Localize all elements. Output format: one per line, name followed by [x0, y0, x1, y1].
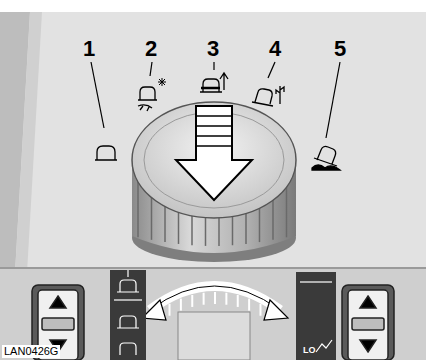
callout-number: 1 [83, 38, 95, 60]
callout-number: 5 [334, 38, 346, 60]
callout-number: 4 [269, 38, 281, 60]
callout-number: 2 [145, 38, 157, 60]
scale-tick [225, 293, 227, 305]
callout-number: 3 [207, 38, 219, 60]
figure-code: LAN0426G [2, 345, 60, 358]
scale-tick [214, 292, 216, 304]
low-range-mark: LO [303, 346, 316, 355]
scale-tick [237, 295, 239, 307]
scale-tick [260, 304, 262, 316]
knob-grip [137, 180, 139, 237]
scale-tick [169, 304, 171, 316]
scale-tick [180, 299, 182, 311]
scale-tick [248, 299, 250, 311]
scale-tick [203, 293, 205, 305]
scale-tick [191, 295, 193, 307]
